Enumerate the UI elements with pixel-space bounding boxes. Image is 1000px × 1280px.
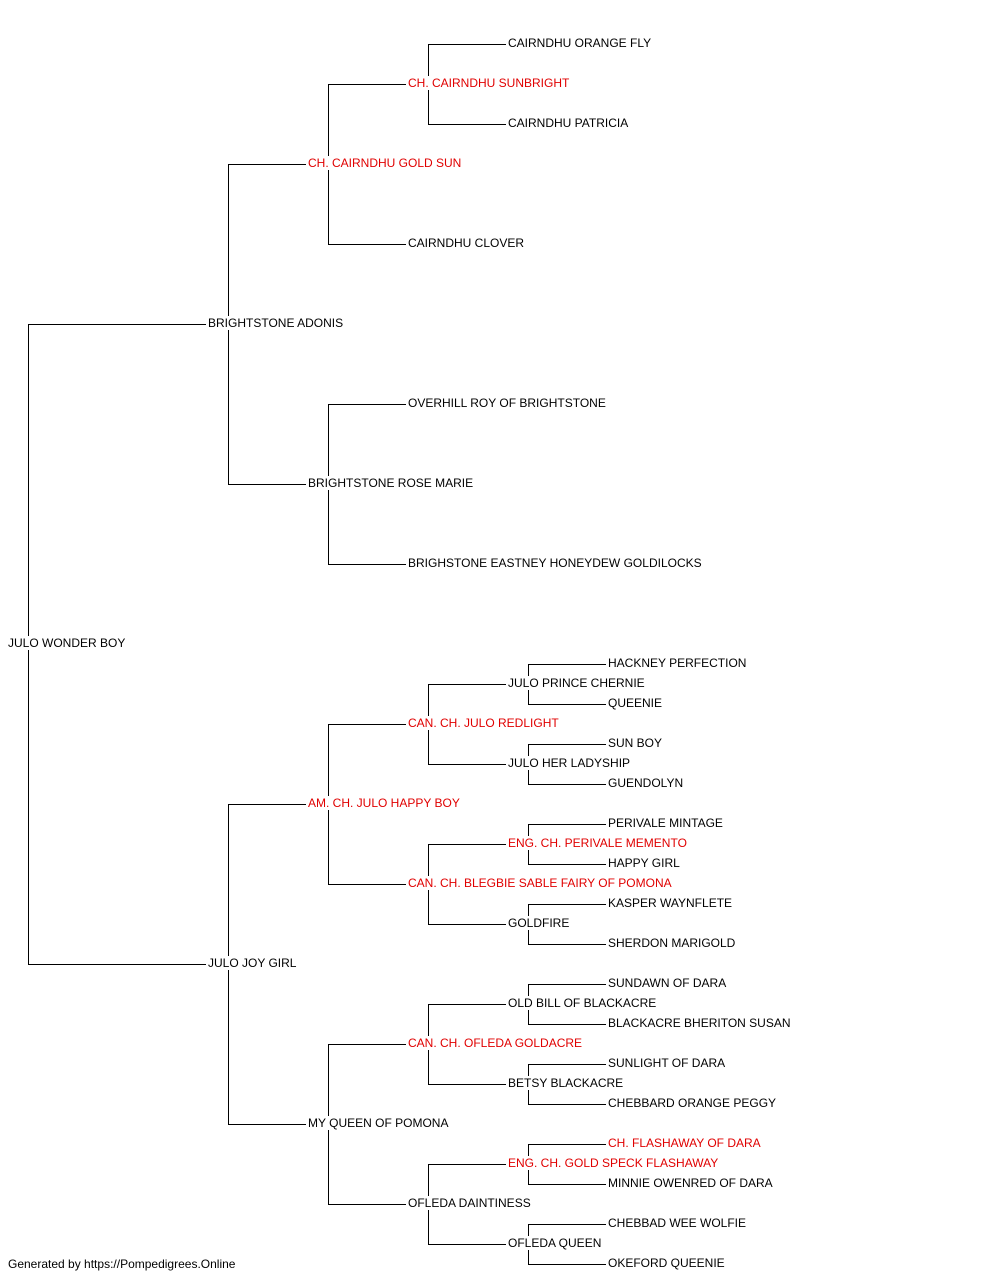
dam-name: CAIRNDHU PATRICIA bbox=[508, 116, 629, 130]
dam-name: MINNIE OWENRED OF DARA bbox=[608, 1176, 773, 1190]
dam-name: CAIRNDHU CLOVER bbox=[408, 236, 525, 250]
dam-name: OFLEDA QUEEN bbox=[508, 1236, 602, 1250]
sire-name: OLD BILL OF BLACKACRE bbox=[508, 996, 657, 1010]
sire-name: CAN. CH. OFLEDA GOLDACRE bbox=[408, 1036, 583, 1050]
sire-name: ENG. CH. GOLD SPECK FLASHAWAY bbox=[508, 1156, 719, 1170]
sire-name: CH. FLASHAWAY OF DARA bbox=[608, 1136, 761, 1150]
sire-name: KASPER WAYNFLETE bbox=[608, 896, 733, 910]
dam-name: JULO HER LADYSHIP bbox=[508, 756, 631, 770]
dam-name: CAN. CH. BLEGBIE SABLE FAIRY OF POMONA bbox=[408, 876, 672, 890]
dam-name: CHEBBARD ORANGE PEGGY bbox=[608, 1096, 777, 1110]
dam-name: BETSY BLACKACRE bbox=[508, 1076, 624, 1090]
subject-dog-name: JULO WONDER BOY bbox=[8, 636, 126, 650]
dam-name: HAPPY GIRL bbox=[608, 856, 680, 870]
sire-name: JULO PRINCE CHERNIE bbox=[508, 676, 645, 690]
dam-name: JULO JOY GIRL bbox=[208, 956, 297, 970]
sire-name: BRIGHTSTONE ADONIS bbox=[208, 316, 344, 330]
sire-name: CAN. CH. JULO REDLIGHT bbox=[408, 716, 559, 730]
dam-name: BLACKACRE BHERITON SUSAN bbox=[608, 1016, 791, 1030]
sire-name: CAIRNDHU ORANGE FLY bbox=[508, 36, 652, 50]
sire-name: SUN BOY bbox=[608, 736, 663, 750]
footer-credit: Generated by https://Pompedigrees.Online bbox=[8, 1257, 236, 1271]
dam-name: BRIGHTSTONE ROSE MARIE bbox=[308, 476, 474, 490]
dam-name: SHERDON MARIGOLD bbox=[608, 936, 736, 950]
sire-name: CHEBBAD WEE WOLFIE bbox=[608, 1216, 747, 1230]
dam-name: GOLDFIRE bbox=[508, 916, 570, 930]
sire-name: OVERHILL ROY OF BRIGHTSTONE bbox=[408, 396, 606, 410]
sire-name: AM. CH. JULO HAPPY BOY bbox=[308, 796, 460, 810]
sire-name: PERIVALE MINTAGE bbox=[608, 816, 723, 830]
sire-name: CH. CAIRNDHU SUNBRIGHT bbox=[408, 76, 570, 90]
sire-name: SUNLIGHT OF DARA bbox=[608, 1056, 726, 1070]
dam-name: OKEFORD QUEENIE bbox=[608, 1256, 725, 1270]
dam-name: GUENDOLYN bbox=[608, 776, 684, 790]
dam-name: BRIGHSTONE EASTNEY HONEYDEW GOLDILOCKS bbox=[408, 556, 702, 570]
sire-name: CH. CAIRNDHU GOLD SUN bbox=[308, 156, 462, 170]
dam-name: QUEENIE bbox=[608, 696, 663, 710]
sire-name: ENG. CH. PERIVALE MEMENTO bbox=[508, 836, 687, 850]
dam-name: OFLEDA DAINTINESS bbox=[408, 1196, 531, 1210]
dam-name: MY QUEEN OF POMONA bbox=[308, 1116, 449, 1130]
sire-name: SUNDAWN OF DARA bbox=[608, 976, 727, 990]
sire-name: HACKNEY PERFECTION bbox=[608, 656, 747, 670]
